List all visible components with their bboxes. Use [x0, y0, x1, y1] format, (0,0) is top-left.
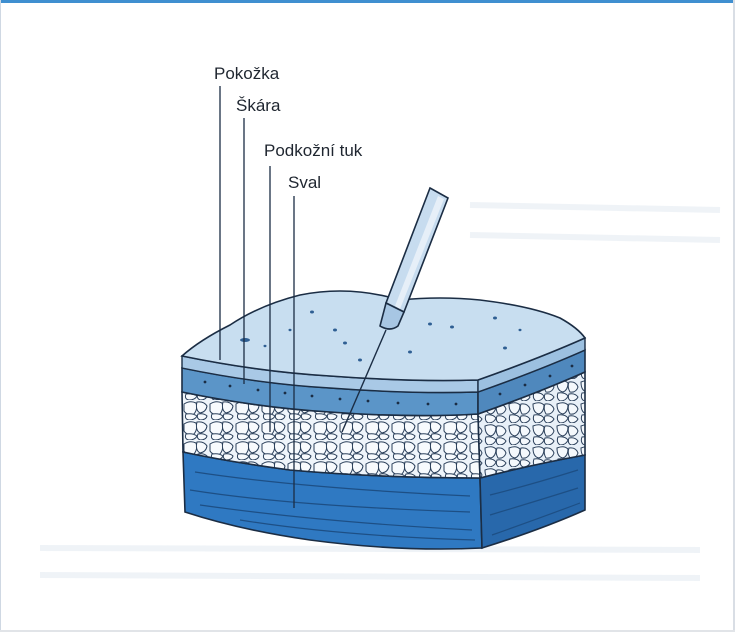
label-epidermis: Pokožka: [214, 64, 279, 84]
label-muscle: Sval: [288, 173, 321, 193]
label-dermis: Škára: [236, 96, 280, 116]
pen-stripe: [395, 196, 444, 309]
label-subcutaneous-fat: Podkožní tuk: [264, 141, 362, 161]
